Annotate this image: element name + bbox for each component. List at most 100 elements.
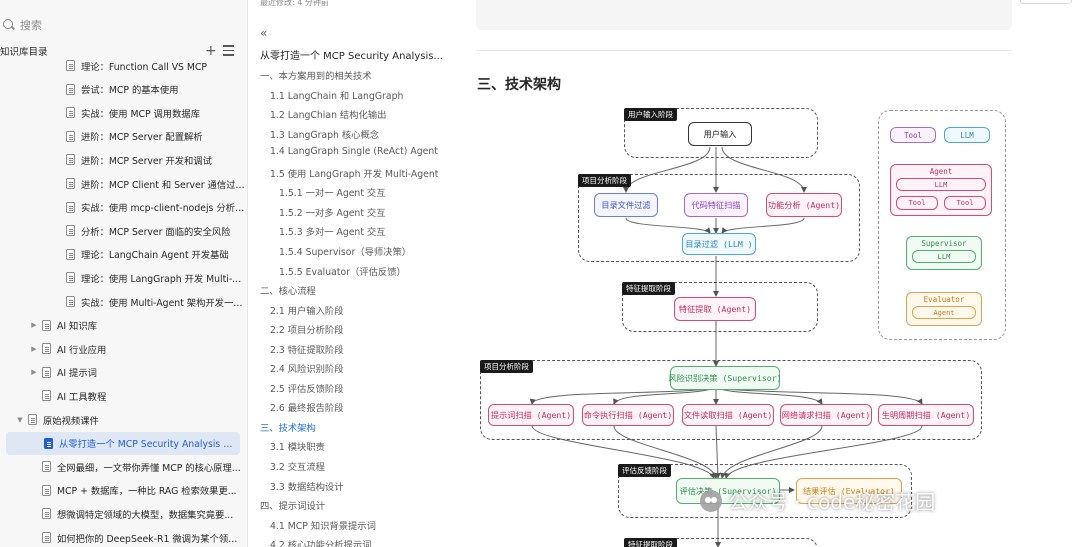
- sidebar-item[interactable]: MCP + 数据库，一种比 RAG 检索效果更...: [0, 479, 246, 502]
- toc-item[interactable]: 4.2 核心功能分析提示词: [270, 540, 372, 547]
- add-icon[interactable]: +: [205, 43, 217, 59]
- edge: [625, 217, 711, 234]
- sidebar-item[interactable]: ▶AI 知识库: [0, 314, 246, 337]
- document-icon: [42, 390, 51, 402]
- toc-item[interactable]: 2.2 项目分析阶段: [270, 325, 344, 337]
- edge: [531, 425, 715, 479]
- stage-tag: 特征提取阶段: [622, 282, 675, 295]
- toc-item[interactable]: 1.1 LangChain 和 LangGraph: [270, 90, 404, 102]
- legend-agent-llm: LLM: [896, 178, 986, 191]
- toc-item[interactable]: 3.3 数据结构设计: [270, 481, 344, 493]
- caret-right-icon[interactable]: ▶: [31, 368, 37, 377]
- secondary-button[interactable]: [1020, 0, 1072, 4]
- architecture-diagram: 用户输入阶段 用户输入 项目分析阶段 目录文件过滤 代码特征扫描 功能分析 (A…: [474, 100, 1080, 547]
- sidebar-item-label: AI 工具教程: [57, 391, 107, 403]
- edge: [714, 425, 721, 479]
- sidebar-item-label: AI 行业应用: [57, 344, 107, 356]
- sidebar-item[interactable]: 想微调特定领域的大模型，数据集究竟要...: [0, 502, 246, 525]
- document-icon: [66, 296, 75, 307]
- edge: [721, 146, 807, 193]
- search-input[interactable]: 搜索: [0, 12, 246, 38]
- toc-doc-title[interactable]: 从零打造一个 MCP Security Analysis...: [260, 51, 443, 62]
- sidebar-item[interactable]: AI 工具教程: [0, 384, 246, 407]
- sidebar-item[interactable]: 实战：使用 Multi-Agent 架构开发一个 ...: [0, 290, 246, 313]
- watermark-text: 公众号 · code秘密花园: [728, 490, 936, 514]
- sidebar-item[interactable]: ▶ AI 行业应用: [0, 337, 246, 360]
- sidebar-item[interactable]: 分析：MCP Server 面临的安全风险: [0, 219, 246, 242]
- document-icon: [66, 225, 75, 237]
- toc-item[interactable]: 1.5.5 Evaluator（评估反馈）: [279, 266, 406, 278]
- node-evaluator: 结果评估 (Evaluator): [796, 478, 902, 504]
- sidebar-item[interactable]: 从零打造一个 MCP Security Analysis Mu...: [6, 431, 240, 455]
- sidebar-item[interactable]: 理论：使用 LangGraph 开发 Multi-Ag...: [0, 266, 246, 289]
- last-edit-time: 最近修改: 4 分钟前: [260, 0, 329, 7]
- toc-item[interactable]: 2.3 特征提取阶段: [270, 344, 344, 356]
- collapse-toc-icon[interactable]: «: [260, 26, 268, 40]
- caret-down-icon[interactable]: ▼: [17, 415, 23, 424]
- toc-item[interactable]: 三、技术架构: [260, 422, 316, 434]
- toc-item[interactable]: 1.5.1 一对一 Agent 交互: [279, 188, 386, 200]
- toc-item[interactable]: 3.2 交互流程: [270, 462, 325, 473]
- stage-user-input: [624, 108, 818, 158]
- stage-tag: 用户输入阶段: [624, 108, 677, 121]
- toc-item[interactable]: 1.5.4 Supervisor（导师决策）: [279, 246, 412, 258]
- document-icon: [42, 484, 51, 496]
- toc-item[interactable]: 2.1 用户输入阶段: [270, 305, 344, 317]
- document-icon: [28, 414, 37, 425]
- toc-item[interactable]: 2.4 风险识别阶段: [270, 364, 344, 376]
- toc-item[interactable]: 1.2 LangChian 结构化输出: [270, 110, 387, 122]
- document-icon: [42, 532, 51, 543]
- toc-item[interactable]: 1.4 LangGraph Single (ReAct) Agent: [270, 146, 438, 158]
- sidebar-item-label: 理论：Function Call VS MCP: [81, 61, 208, 73]
- toc-item[interactable]: 1.5.3 多对一 Agent 交互: [279, 227, 386, 239]
- search-placeholder: 搜索: [20, 19, 42, 32]
- document-icon: [66, 201, 75, 213]
- sidebar-item-label: 实战：使用 Multi-Agent 架构开发一个 ...: [81, 297, 246, 309]
- toc-item[interactable]: 1.5.2 一对多 Agent 交互: [279, 207, 386, 219]
- sidebar-item[interactable]: 进阶：MCP Server 开发和调试: [0, 148, 246, 171]
- document-icon: [42, 508, 51, 520]
- toc-item[interactable]: 3.1 模块职责: [270, 442, 325, 454]
- stage-risk-identification: [480, 360, 982, 440]
- sidebar-item[interactable]: 实战：使用 MCP 调用数据库: [0, 101, 246, 124]
- sidebar-item[interactable]: 尝试：MCP 的基本使用: [0, 78, 246, 101]
- toc-item[interactable]: 1.5 使用 LangGraph 开发 Multi-Agent: [270, 168, 439, 180]
- menu-list-icon[interactable]: [223, 45, 234, 56]
- sidebar-item[interactable]: 如何把你的 DeepSeek-R1 微调为某个领域...: [0, 526, 246, 547]
- knowledge-base-title: 知识库目录: [0, 47, 48, 58]
- node-cmd-scan: 命令执行扫描 (Agent): [582, 404, 674, 426]
- toc-item[interactable]: 2.5 评估反馈阶段: [270, 383, 344, 395]
- sidebar-item[interactable]: 理论：Function Call VS MCP: [0, 54, 246, 77]
- toc-item[interactable]: 一、本方案用到的相关技术: [260, 71, 372, 82]
- edge: [719, 388, 823, 405]
- document-icon: [66, 107, 75, 119]
- knowledge-base-header: 知识库目录 +: [0, 42, 246, 60]
- sidebar-item-label: 进阶：MCP Server 开发和调试: [81, 155, 212, 167]
- sidebar-item[interactable]: ▶AI 提示词: [0, 361, 246, 384]
- sidebar-item-label: 进阶：MCP Server 配置解析: [81, 132, 203, 144]
- sidebar-item[interactable]: 进阶：MCP Client 和 Server 通信过程...: [0, 172, 246, 195]
- toc-item[interactable]: 1.3 LangGraph 核心概念: [270, 129, 380, 141]
- document-icon: [66, 248, 75, 260]
- sidebar-item[interactable]: 理论：LangChain Agent 开发基础: [0, 243, 246, 266]
- sidebar: 搜索 知识库目录 + 理论：Function Call VS MCP 尝试：MCP…: [0, 0, 248, 547]
- document-icon: [66, 272, 75, 284]
- caret-right-icon[interactable]: ▶: [31, 321, 37, 330]
- sidebar-item-label: 从零打造一个 MCP Security Analysis Mu...: [59, 439, 240, 451]
- toc-item[interactable]: 4.1 MCP 知识背景提示词: [270, 520, 376, 532]
- toc-item[interactable]: 二、核心流程: [260, 286, 316, 298]
- toc-item[interactable]: 2.6 最终报告阶段: [270, 403, 344, 415]
- toc-item[interactable]: 四、提示词设计: [260, 501, 326, 513]
- caret-right-icon[interactable]: ▶: [31, 344, 37, 353]
- sidebar-item-label: 全网最细，一文带你弄懂 MCP 的核心原理...: [57, 462, 241, 474]
- sidebar-item[interactable]: ▼ 原始视频课件: [0, 408, 246, 431]
- node-feature-extract: 特征提取 (Agent): [674, 297, 756, 321]
- wechat-icon: [700, 489, 722, 512]
- document-icon: [66, 178, 75, 189]
- sidebar-item-label: 原始视频课件: [43, 415, 99, 427]
- document-icon: [42, 366, 51, 378]
- sidebar-item[interactable]: 进阶：MCP Server 配置解析: [0, 125, 246, 148]
- sidebar-item[interactable]: 全网最细，一文带你弄懂 MCP 的核心原理...: [0, 455, 246, 478]
- sidebar-item[interactable]: 实战：使用 mcp-client-nodejs 分析 M...: [0, 196, 246, 219]
- edge: [719, 425, 823, 479]
